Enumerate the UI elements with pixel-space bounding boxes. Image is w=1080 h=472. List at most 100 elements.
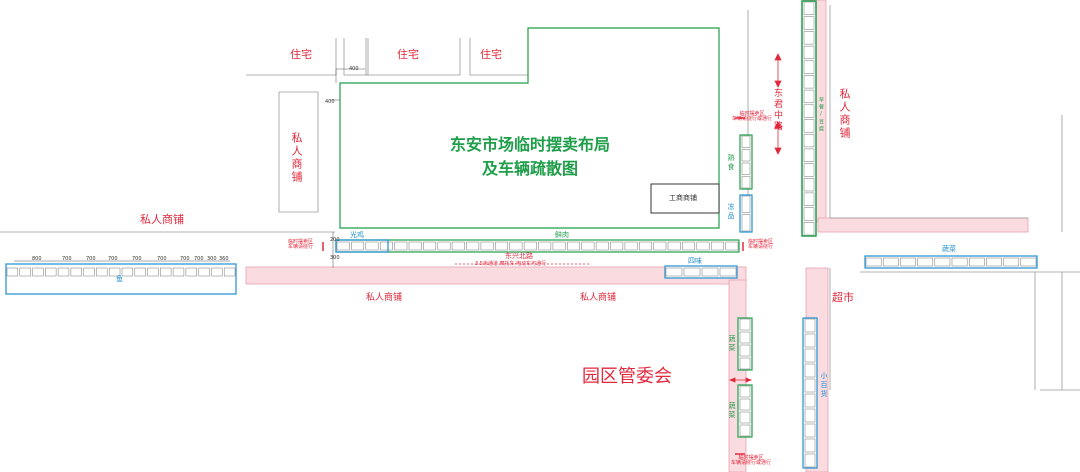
stall-cell bbox=[803, 119, 815, 133]
stall-cell bbox=[595, 241, 609, 251]
stall-cell bbox=[121, 267, 134, 277]
stall-cell bbox=[803, 148, 815, 162]
stall-label-shucai-south-1: 蔬菜 bbox=[728, 335, 736, 353]
stall-label-guangji: 光鸡 bbox=[350, 231, 364, 239]
map-title: 东安市场临时摆卖布局 及车辆疏散图 bbox=[420, 133, 640, 181]
stall-cell bbox=[719, 267, 737, 277]
stall-cell bbox=[365, 241, 379, 251]
stall-cell bbox=[739, 385, 751, 398]
dim-11: 400 bbox=[325, 99, 335, 105]
note-temp-zone-north-line1: 临时摆卖区 bbox=[739, 111, 765, 117]
stall-cell bbox=[45, 267, 57, 277]
stall-cell bbox=[739, 411, 751, 424]
stall-cell bbox=[83, 267, 95, 277]
building-supermarket: 超市 bbox=[832, 291, 854, 304]
stall-row-siwei bbox=[664, 265, 738, 279]
building-commerce-shop: 工商商铺 bbox=[669, 194, 697, 202]
stall-label-shucai-south-2: 蔬菜 bbox=[728, 402, 736, 420]
stall-cell bbox=[951, 257, 968, 267]
label-private-shop-south-2: 私人商铺 bbox=[580, 293, 617, 303]
stall-cell bbox=[581, 241, 595, 251]
road-label-dongxing-north: 东兴北路 bbox=[505, 252, 533, 260]
stall-col-dongpin bbox=[739, 194, 753, 233]
stall-cell bbox=[917, 257, 934, 267]
dim-4: 700 bbox=[132, 256, 142, 262]
stall-cell bbox=[741, 176, 751, 189]
stall-cells-xiaobaihuo bbox=[804, 318, 816, 468]
stall-cells-zaocan bbox=[803, 1, 815, 236]
road-east-segment bbox=[817, 217, 1029, 233]
note-temp-zone-south-line1: 临时摆卖区 bbox=[738, 455, 764, 461]
building-outlines bbox=[0, 5, 1080, 391]
stall-cell bbox=[32, 267, 44, 277]
stall-cell bbox=[739, 331, 751, 344]
stall-cell bbox=[934, 257, 951, 267]
dim-7: 700 bbox=[194, 256, 204, 262]
stall-cell bbox=[741, 135, 751, 148]
stall-col-shucai-1 bbox=[737, 317, 753, 371]
stall-cell bbox=[480, 241, 494, 251]
direction-arrows bbox=[455, 53, 782, 383]
stall-cell bbox=[739, 344, 751, 357]
stall-label-siwei: 四味 bbox=[688, 257, 702, 265]
stall-cells-dongpin bbox=[741, 195, 751, 232]
note-temp-zone-east: 临时摆卖区 车辆请绕行 bbox=[748, 240, 773, 250]
stall-cell bbox=[57, 267, 70, 277]
stall-cell bbox=[624, 241, 638, 251]
stall-cell bbox=[108, 267, 121, 277]
stall-cell bbox=[1003, 257, 1020, 267]
stall-cell bbox=[804, 453, 816, 468]
stall-label-zaocan: 早餐/豆腐 bbox=[818, 97, 824, 133]
stall-cell bbox=[509, 241, 523, 251]
stall-cell bbox=[725, 241, 739, 251]
stall-cell bbox=[739, 318, 751, 331]
stall-cell bbox=[6, 267, 19, 277]
dim-2: 700 bbox=[86, 256, 96, 262]
stall-cell bbox=[741, 162, 751, 175]
stall-cell bbox=[653, 241, 667, 251]
stall-cell bbox=[803, 89, 815, 104]
stall-cell bbox=[803, 133, 815, 148]
stall-cell bbox=[567, 241, 580, 251]
building-private-shop-right: 私人商铺 bbox=[838, 88, 851, 140]
stall-cells-shushi bbox=[741, 135, 751, 189]
stall-cell bbox=[804, 363, 816, 378]
stall-cell bbox=[185, 267, 197, 277]
stall-row-guangji bbox=[335, 239, 389, 253]
stall-cell bbox=[351, 241, 365, 251]
stall-label-shushi: 熟食 bbox=[727, 154, 735, 172]
stall-cell bbox=[160, 267, 172, 277]
stall-label-shucai-east: 蔬菜 bbox=[942, 245, 956, 253]
building-committee: 园区管委会 bbox=[582, 366, 672, 387]
label-private-shop-west: 私人商铺 bbox=[140, 213, 184, 226]
stall-cell bbox=[336, 241, 350, 251]
stall-cell bbox=[134, 267, 146, 277]
stall-cell bbox=[803, 222, 815, 236]
dim-3: 700 bbox=[108, 256, 118, 262]
stall-cell bbox=[665, 267, 683, 277]
stall-cell bbox=[804, 408, 816, 423]
stall-cell bbox=[803, 31, 815, 45]
stall-cell bbox=[682, 241, 696, 251]
stall-col-zaocan bbox=[801, 0, 817, 237]
note-temp-zone-south-line2: 车辆请绕行或通行 bbox=[731, 460, 772, 466]
note-temp-zone-north-line2: 车辆请绕行或通行 bbox=[732, 116, 773, 122]
dim-9: 360 bbox=[219, 256, 229, 262]
stall-cell bbox=[739, 424, 751, 437]
stall-col-xiaobaihuo bbox=[802, 317, 818, 469]
stall-cell bbox=[96, 267, 108, 277]
stall-cell bbox=[741, 149, 751, 162]
stall-cell bbox=[710, 241, 724, 251]
note-temp-zone-east-line1: 临时摆卖区 bbox=[748, 239, 774, 245]
stall-label-xiaobaihuo: 小百货 bbox=[820, 372, 828, 399]
stall-cells-siwei bbox=[665, 267, 737, 277]
stall-cell bbox=[900, 257, 916, 267]
stall-cell bbox=[804, 393, 816, 408]
stall-cell bbox=[804, 438, 816, 453]
stall-cell bbox=[804, 318, 816, 333]
stall-label-xianrou: 鲜肉 bbox=[555, 231, 569, 239]
road-lane-note: 3.5米通道 摩托车·电动车可通行 bbox=[475, 261, 547, 267]
stall-cell bbox=[803, 1, 815, 15]
stall-cell bbox=[986, 257, 1002, 267]
